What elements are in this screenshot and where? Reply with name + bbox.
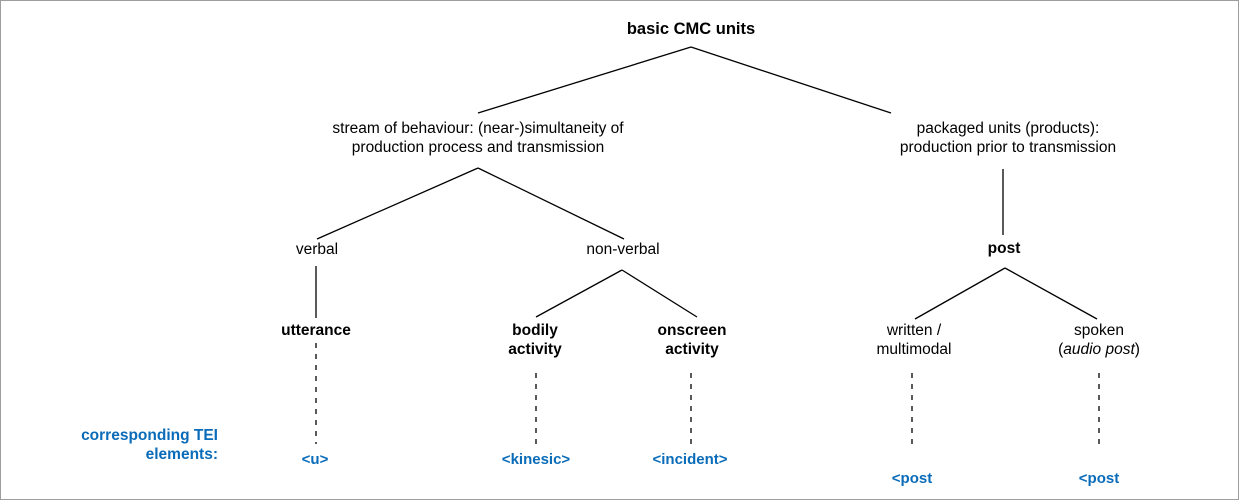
node-non-verbal: non-verbal	[586, 241, 660, 258]
node-basic-cmc-units: basic CMC units	[626, 20, 756, 38]
node-verbal: verbal	[295, 241, 339, 258]
node-written-multimodal: written / multimodal	[876, 322, 952, 358]
edge-nonverbal-to-onscreen	[621, 269, 698, 318]
node-stream-of-behaviour: stream of behaviour: (near-)simultaneity…	[332, 120, 624, 156]
tei-element-incident: <incident>	[652, 451, 728, 468]
node-utterance: utterance	[281, 322, 351, 339]
tei-element-post-written: <post modality='written'>	[850, 451, 973, 499]
node-onscreen-activity: onscreen activity	[657, 322, 727, 358]
edge-nonverbal-to-bodily	[535, 269, 623, 318]
audio-post-open-paren: (	[1058, 340, 1064, 358]
node-post: post	[987, 240, 1021, 257]
tei-legend-label: corresponding TEI elements:	[81, 427, 218, 464]
audio-post-italic: audio post	[1063, 340, 1135, 358]
tei-post-spoken-line1: <post	[1078, 469, 1120, 487]
edge-post-to-written	[914, 267, 1006, 320]
tei-post-written-line1: <post	[891, 469, 933, 487]
edge-stream-to-verbal	[316, 167, 479, 240]
edge-root-to-stream	[477, 46, 692, 114]
tei-element-kinesic: <kinesic>	[501, 451, 571, 468]
audio-post-close-paren: )	[1134, 340, 1140, 358]
tei-element-post-spoken: <post modality='spoken'>	[1035, 451, 1162, 499]
edge-stream-to-nonverbal	[477, 167, 625, 240]
edge-root-to-packaged	[690, 46, 892, 114]
edge-post-to-spoken	[1004, 267, 1098, 320]
node-bodily-activity: bodily activity	[508, 322, 562, 358]
node-spoken-label: spoken	[1074, 322, 1124, 339]
tei-element-u: <u>	[301, 451, 329, 468]
node-packaged-units: packaged units (products): production pr…	[899, 120, 1117, 156]
node-spoken-audio-post: spoken (audio post)	[1058, 322, 1140, 360]
